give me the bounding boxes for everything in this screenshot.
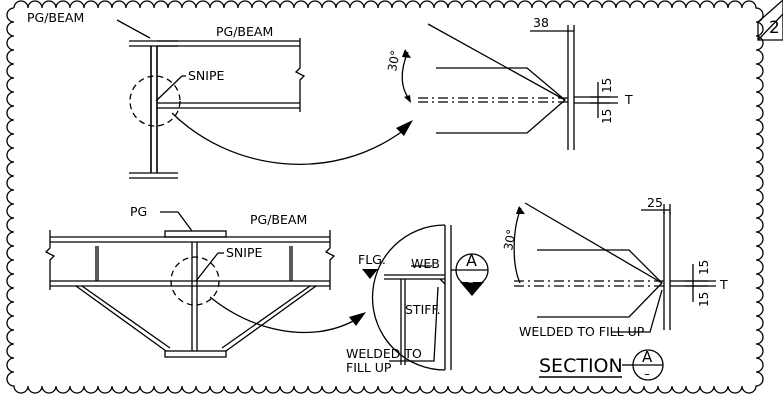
bottom-dim-upper: 15 bbox=[697, 260, 711, 275]
bottom-label-snipe: SNIPE bbox=[226, 245, 263, 260]
top-dim-angle: 30° bbox=[385, 49, 402, 72]
top-weld-detail bbox=[401, 23, 618, 150]
section-title-text: SECTION bbox=[539, 355, 623, 377]
bottom-dim-lower: 15 bbox=[697, 292, 711, 307]
label-welded-line2: FILL UP bbox=[346, 360, 392, 375]
bottom-weld-angle-arrow bbox=[516, 206, 525, 214]
label-welded-line1: WELDED TO bbox=[346, 346, 422, 361]
label-flg: FLG. bbox=[358, 252, 386, 267]
bottom-girder-elevation bbox=[44, 211, 356, 358]
top-label-pg-beam-right: PG/BEAM bbox=[216, 24, 273, 39]
label-web: WEB bbox=[411, 256, 440, 271]
top-arrowhead bbox=[396, 120, 413, 136]
section-marker-triangle bbox=[460, 282, 484, 296]
top-label-snipe: SNIPE bbox=[188, 68, 225, 83]
revision-cloud-border bbox=[6, 0, 764, 394]
flg-triangle bbox=[362, 269, 378, 279]
top-ibeam-elevation bbox=[116, 19, 405, 179]
top-weld-angle-arrow bbox=[402, 49, 411, 58]
revision-tag: 2 bbox=[757, 0, 783, 41]
bottom-label-pg-beam: PG/BEAM bbox=[250, 212, 307, 227]
bottom-dim-angle: 30° bbox=[501, 228, 518, 251]
bottom-section-detail bbox=[371, 224, 489, 371]
top-dim-upper: 15 bbox=[600, 78, 614, 93]
label-welded-fill-up: WELDED TO FILL UP bbox=[519, 324, 645, 339]
top-dim-lower: 15 bbox=[600, 109, 614, 124]
top-dim-width: 38 bbox=[533, 15, 549, 30]
revision-number: 2 bbox=[769, 18, 780, 38]
bottom-dim-thickness: T bbox=[719, 277, 728, 292]
top-weld-angle-arrow-2 bbox=[404, 95, 411, 103]
bottom-arrowhead bbox=[349, 312, 366, 326]
section-title: SECTION A – bbox=[539, 348, 664, 381]
top-label-pg-beam-left: PG/BEAM bbox=[27, 10, 84, 25]
bottom-label-pg: PG bbox=[130, 204, 147, 219]
top-dim-thickness: T bbox=[624, 92, 633, 107]
section-marker-letter: A bbox=[466, 251, 477, 270]
bottom-weld-detail bbox=[513, 202, 716, 333]
bottom-dim-width: 25 bbox=[647, 195, 663, 210]
section-title-letter: A bbox=[642, 348, 653, 366]
label-stiff: STIFF. bbox=[405, 302, 441, 317]
section-marker-sub: – bbox=[468, 275, 474, 288]
section-title-sub: – bbox=[644, 367, 650, 381]
